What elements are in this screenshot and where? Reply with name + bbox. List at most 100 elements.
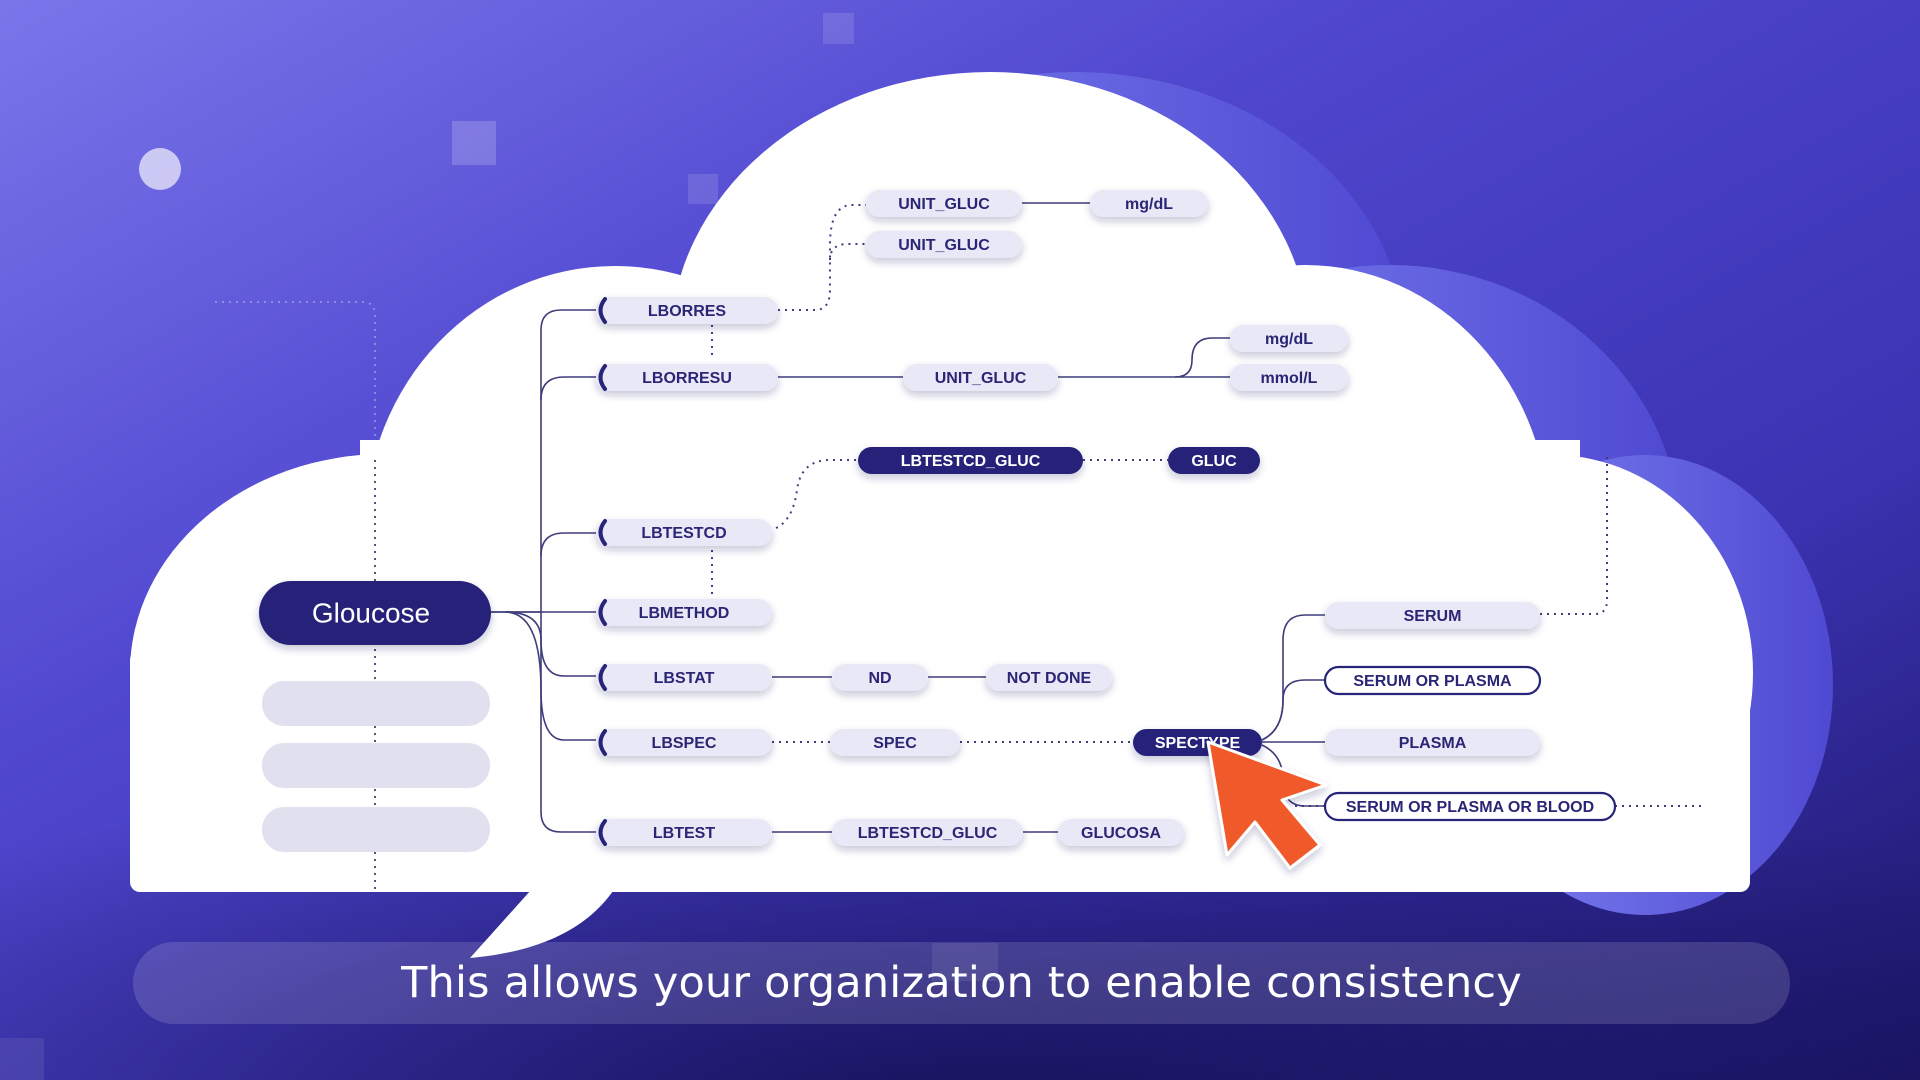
node-pill <box>858 447 1083 474</box>
node-gluc[interactable]: GLUC <box>1168 447 1260 474</box>
node-bracket <box>598 819 607 846</box>
node-pill <box>903 364 1058 391</box>
node-label: LBORRESU <box>642 370 732 387</box>
node-bracket <box>598 519 607 546</box>
node-label: mmol/L <box>1261 370 1318 387</box>
node-pill <box>866 190 1022 217</box>
deco-square <box>688 174 718 204</box>
node-plasma[interactable]: PLASMA <box>1325 729 1540 756</box>
node-lbspec[interactable]: LBSPEC <box>596 729 772 756</box>
node-label: LBTESTCD_GLUC <box>858 825 998 842</box>
node-pill <box>1168 447 1260 474</box>
node-pill <box>596 599 772 626</box>
node-lbtestcd-gluc-2[interactable]: LBTESTCD_GLUC <box>832 819 1023 846</box>
node-label: mg/dL <box>1125 196 1173 213</box>
node-pill <box>1230 325 1348 352</box>
node-pill <box>596 729 772 756</box>
node-lbtestcd[interactable]: LBTESTCD <box>596 519 772 546</box>
node-label: mg/dL <box>1265 331 1313 348</box>
node-mmoll[interactable]: mmol/L <box>1230 364 1348 391</box>
node-pill <box>1058 819 1184 846</box>
node-pill <box>596 519 772 546</box>
node-lbtest[interactable]: LBTEST <box>596 819 772 846</box>
node-label: UNIT_GLUC <box>935 370 1027 387</box>
node-pill <box>830 729 960 756</box>
node-not-done[interactable]: NOT DONE <box>986 664 1112 691</box>
node-label: ND <box>868 670 891 687</box>
node-label: LBSTAT <box>654 670 715 687</box>
node-pill <box>866 231 1022 258</box>
node-pill <box>832 819 1023 846</box>
placeholder-bar <box>262 743 490 788</box>
node-label: LBMETHOD <box>639 605 730 622</box>
node-serum-plasma-blood[interactable]: SERUM OR PLASMA OR BLOOD <box>1323 791 1617 822</box>
node-spec[interactable]: SPEC <box>830 729 960 756</box>
deco-square <box>823 13 854 44</box>
node-pill <box>986 664 1112 691</box>
node-label: NOT DONE <box>1007 670 1092 687</box>
node-pill <box>1325 602 1540 629</box>
node-label: LBTESTCD_GLUC <box>901 453 1041 470</box>
placeholder-bar <box>262 681 490 726</box>
node-lbmethod[interactable]: LBMETHOD <box>596 599 772 626</box>
node-lbtestcd-gluc[interactable]: LBTESTCD_GLUC <box>858 447 1083 474</box>
node-label: SPEC <box>873 735 917 752</box>
node-pill <box>1230 364 1348 391</box>
node-pill <box>1090 190 1208 217</box>
node-pill <box>596 819 772 846</box>
node-pill <box>596 364 778 391</box>
node-label: UNIT_GLUC <box>898 196 990 213</box>
deco-circle <box>139 148 181 190</box>
tree-dotted-lines <box>711 204 1705 807</box>
node-serum-plasma[interactable]: SERUM OR PLASMA <box>1323 665 1542 696</box>
node-label: UNIT_GLUC <box>898 237 990 254</box>
node-pill <box>1323 791 1617 822</box>
caption-text: This allows your organization to enable … <box>401 958 1522 1008</box>
node-bracket <box>598 599 607 626</box>
diagram-nodes: UNIT_GLUC UNIT_GLUC mg/dL LBORRES LBORRESU UN… <box>596 190 1617 846</box>
root-node-label: Gloucose <box>312 598 430 629</box>
connector <box>215 301 376 460</box>
node-pill <box>596 297 778 324</box>
node-serum[interactable]: SERUM <box>1325 602 1540 629</box>
deco-square <box>932 943 998 981</box>
root-node[interactable] <box>259 581 491 645</box>
node-bracket <box>598 364 607 391</box>
node-bracket <box>598 664 607 691</box>
node-label: PLASMA <box>1399 735 1467 752</box>
node-label: LBTEST <box>653 825 715 842</box>
node-label: SERUM <box>1404 608 1462 625</box>
node-pill <box>1323 665 1542 696</box>
cloud <box>130 72 1753 958</box>
node-bracket <box>598 297 607 324</box>
node-bracket <box>598 729 607 756</box>
node-label: GLUC <box>1191 453 1237 470</box>
placeholder-bar <box>262 807 490 852</box>
node-label: LBORRES <box>648 303 727 320</box>
node-pill <box>832 664 928 691</box>
caption-bar <box>133 942 1790 1024</box>
node-lbstat[interactable]: LBSTAT <box>596 664 772 691</box>
node-label: SERUM OR PLASMA <box>1353 673 1512 690</box>
node-lborres[interactable]: LBORRES <box>596 297 778 324</box>
deco-square <box>452 121 496 165</box>
node-label: LBTESTCD <box>641 525 726 542</box>
node-lborresu[interactable]: LBORRESU <box>596 364 778 391</box>
node-unit-gluc-2[interactable]: UNIT_GLUC <box>866 231 1022 258</box>
node-unit-mgdl-top[interactable]: mg/dL <box>1090 190 1208 217</box>
node-unit-gluc-1[interactable]: UNIT_GLUC <box>866 190 1022 217</box>
deco-square <box>0 1038 44 1080</box>
node-label: LBSPEC <box>652 735 717 752</box>
node-nd[interactable]: ND <box>832 664 928 691</box>
pointer-arrow-icon <box>1206 740 1328 870</box>
node-glucosa[interactable]: GLUCOSA <box>1058 819 1184 846</box>
node-unit-gluc-3[interactable]: UNIT_GLUC <box>903 364 1058 391</box>
node-pill <box>596 664 772 691</box>
node-label: SERUM OR PLASMA OR BLOOD <box>1346 799 1594 816</box>
node-mgdl[interactable]: mg/dL <box>1230 325 1348 352</box>
node-label: GLUCOSA <box>1081 825 1161 842</box>
node-spectype[interactable]: SPECTYPE <box>1133 729 1262 756</box>
node-pill <box>1325 729 1540 756</box>
